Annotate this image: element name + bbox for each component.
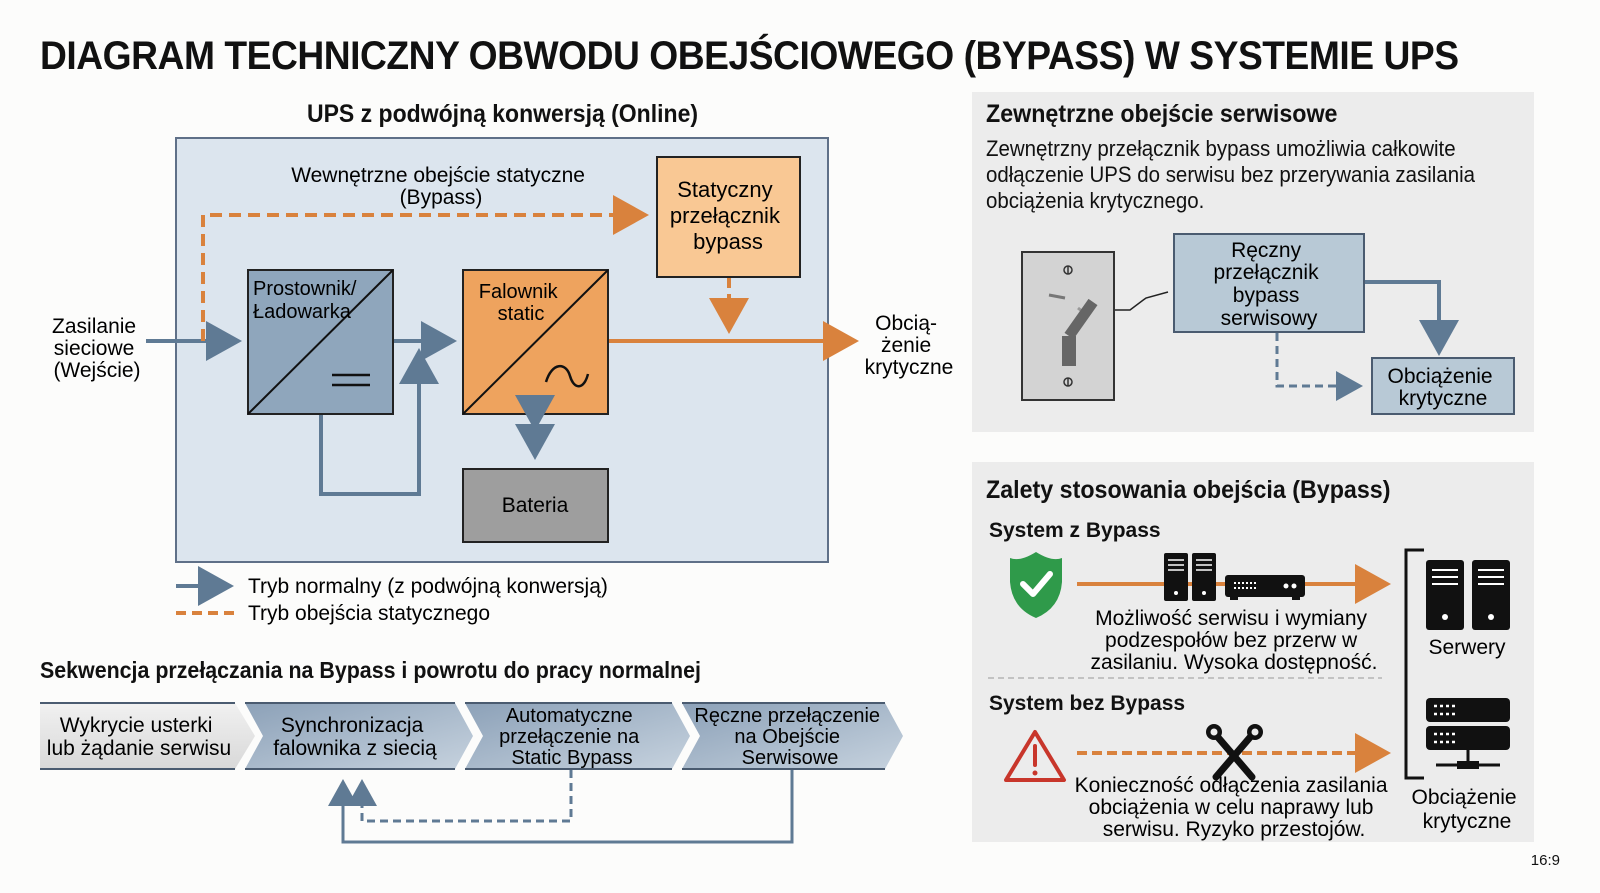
ups-diagram: Zasilanie sieciowe (Wejście) Wewnętrzne … <box>52 137 954 625</box>
sequence-step-4: Ręczne przełączenie na Obejście Serwisow… <box>682 702 903 770</box>
inverter-label: Falownik static <box>479 281 563 325</box>
toggle-switch-icon <box>1021 251 1115 401</box>
charger-loop-path <box>319 348 439 496</box>
ups-diagram-title: UPS z podwójną konwersją (Online) <box>306 100 699 128</box>
svg-text:Synchronizacja falownika: Synchronizacja falownika z siecią <box>273 714 437 760</box>
sequence-title: Sekwencja przełączania na Bypass i powro… <box>40 657 701 683</box>
load-bracket <box>1404 548 1424 780</box>
external-load-block: Obciążenie krytyczne <box>1371 357 1515 415</box>
svg-text:Bateria: Bateria <box>502 494 569 517</box>
without-bypass-text: Konieczność odłączenia zasilania obciąże… <box>1075 774 1394 841</box>
page-title: DIAGRAM TECHNICZNY OBWODU OBEJŚCIOWEGO (… <box>40 34 1459 78</box>
svg-text:Statyczny przełącznik: Statyczny przełącznik bypass <box>670 177 786 254</box>
rectifier-block: Prostownik/ Ładowarka <box>247 269 394 415</box>
advantages-panel: Zalety stosowania obejścia (Bypass) Syst… <box>972 462 1534 842</box>
static-switch-block: Statyczny przełącznik bypass <box>656 156 801 278</box>
legend: Tryb normalny (z podwójną konwersją) Try… <box>176 566 608 625</box>
sequence-flow: Wykrycie usterki lub żądanie serwisu Syn… <box>40 702 903 844</box>
sequence-step-2: Synchronizacja falownika z siecią <box>245 702 473 770</box>
external-bypass-title: Zewnętrzne obejście serwisowe <box>986 100 1338 128</box>
sequence-step-3: Automatyczne przełączenie na Static Bypa… <box>465 702 690 770</box>
battery-block: Bateria <box>462 468 609 543</box>
critical-load-label: Obciążenie krytyczne <box>1412 786 1523 833</box>
warning-icon <box>1004 730 1066 782</box>
return-path-auto <box>347 770 573 823</box>
inverter-block: Falownik static <box>462 269 609 415</box>
wrench-tools-icon <box>1206 724 1263 781</box>
shield-check-icon <box>1010 552 1062 618</box>
svg-text:Ręczne przełączenie na O: Ręczne przełączenie na Obejście Serwisow… <box>694 705 885 769</box>
servers-icon <box>1426 560 1510 630</box>
alt-bypass-path <box>1275 333 1363 401</box>
legend-bypass-label: Tryb obejścia statycznego <box>248 602 490 625</box>
external-bypass-panel: Zewnętrzne obejście serwisowe Zewnętrzny… <box>972 92 1534 432</box>
server-icon <box>1164 553 1216 601</box>
sequence-step-1: Wykrycie usterki lub żądanie serwisu <box>40 702 255 770</box>
without-bypass-heading: System bez Bypass <box>989 692 1186 715</box>
external-bypass-description: Zewnętrzny przełącznik bypass umożliwia … <box>986 136 1476 213</box>
network-switch-icon <box>1225 575 1305 600</box>
manual-bypass-path <box>1365 280 1459 356</box>
with-bypass-text: Możliwość serwisu i wymiany podzespołów … <box>1091 607 1378 674</box>
svg-text:Ręczny przełącznik: Ręczny przełącznik bypass serwisowy <box>1214 239 1325 330</box>
with-bypass-heading: System z Bypass <box>989 519 1161 542</box>
ac-symbol-icon <box>544 365 590 388</box>
input-label: Zasilanie sieciowe (Wejście) <box>52 315 142 382</box>
network-storage-icon <box>1426 698 1510 769</box>
svg-text:Obciążenie krytyczne: Obciążenie krytyczne <box>1388 365 1499 410</box>
internal-bypass-label: Wewnętrzne obejście statyczne (Bypass) <box>291 164 591 209</box>
advantages-title: Zalety stosowania obejścia (Bypass) <box>986 476 1391 504</box>
manual-bypass-switch-block: Ręczny przełącznik bypass serwisowy <box>1173 233 1365 333</box>
aspect-ratio-label: 16:9 <box>1530 852 1560 869</box>
svg-text:Wykrycie usterki lub żąd: Wykrycie usterki lub żądanie serwisu <box>47 714 231 760</box>
internal-bypass-path <box>201 195 649 341</box>
output-label: Obcią- żenie krytyczne <box>865 312 954 379</box>
legend-normal-label: Tryb normalny (z podwójną konwersją) <box>248 575 608 598</box>
return-path-manual <box>328 770 794 844</box>
switch-link-line <box>1115 291 1169 311</box>
rectifier-label: Prostownik/ Ładowarka <box>253 278 362 323</box>
servers-label: Serwery <box>1428 636 1506 659</box>
svg-text:Automatyczne przełączeni: Automatyczne przełączenie na Static Bypa… <box>499 705 645 769</box>
